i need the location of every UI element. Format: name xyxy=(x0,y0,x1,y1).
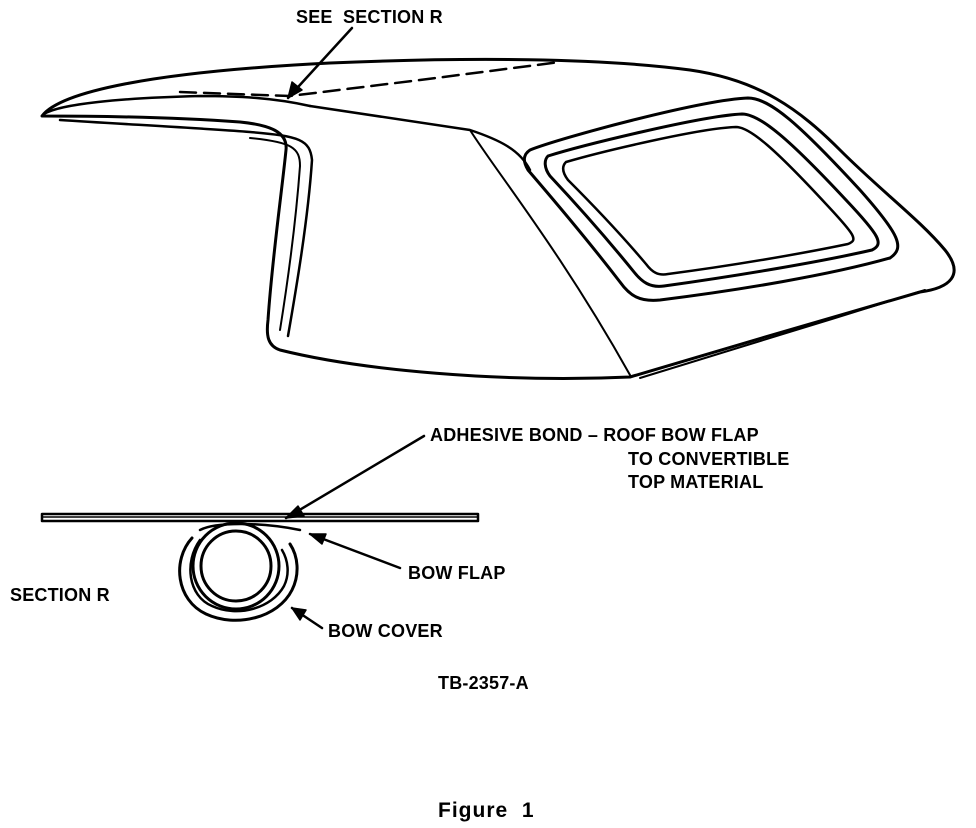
bow-flap-label: BOW FLAP xyxy=(408,563,506,583)
top-outline xyxy=(40,57,956,380)
figure-caption: Figure 1 xyxy=(438,799,535,822)
adhesive-bond-label-line2: TO CONVERTIBLE xyxy=(628,449,790,469)
rear-window-outer xyxy=(522,96,900,302)
front-pillar-edge-inner xyxy=(249,137,301,331)
rear-crease-lower xyxy=(469,129,631,376)
see-section-label: SEE SECTION R xyxy=(296,7,443,27)
front-header-edge xyxy=(42,94,312,116)
rear-window-glass xyxy=(562,125,855,276)
roof-bow-outer xyxy=(191,521,281,611)
rear-trim-line xyxy=(639,289,926,379)
bow-cover-inner xyxy=(189,538,289,613)
bow-cover xyxy=(178,536,299,622)
rear-window-inner xyxy=(543,112,880,288)
section-r-label: SECTION R xyxy=(10,585,110,605)
bow-cover-label: BOW COVER xyxy=(328,621,443,641)
rear-quarter-crease xyxy=(308,104,532,172)
reference-code: TB-2357-A xyxy=(438,673,529,693)
adhesive-bond-leader xyxy=(284,434,426,520)
bow-flap-leader xyxy=(308,532,402,570)
see-section-leader xyxy=(286,26,354,100)
roof-bow-inner xyxy=(199,529,273,603)
roof-bow-seam xyxy=(178,60,562,98)
front-pillar-edge xyxy=(58,118,314,338)
adhesive-bond-label-line1: ADHESIVE BOND – ROOF BOW FLAP xyxy=(430,425,759,445)
adhesive-bond-label-line3: TOP MATERIAL xyxy=(628,472,764,492)
section-r-drawing xyxy=(40,512,480,622)
bow-flap xyxy=(198,522,302,532)
convertible-top-drawing xyxy=(40,57,956,380)
bow-cover-leader xyxy=(290,606,324,630)
